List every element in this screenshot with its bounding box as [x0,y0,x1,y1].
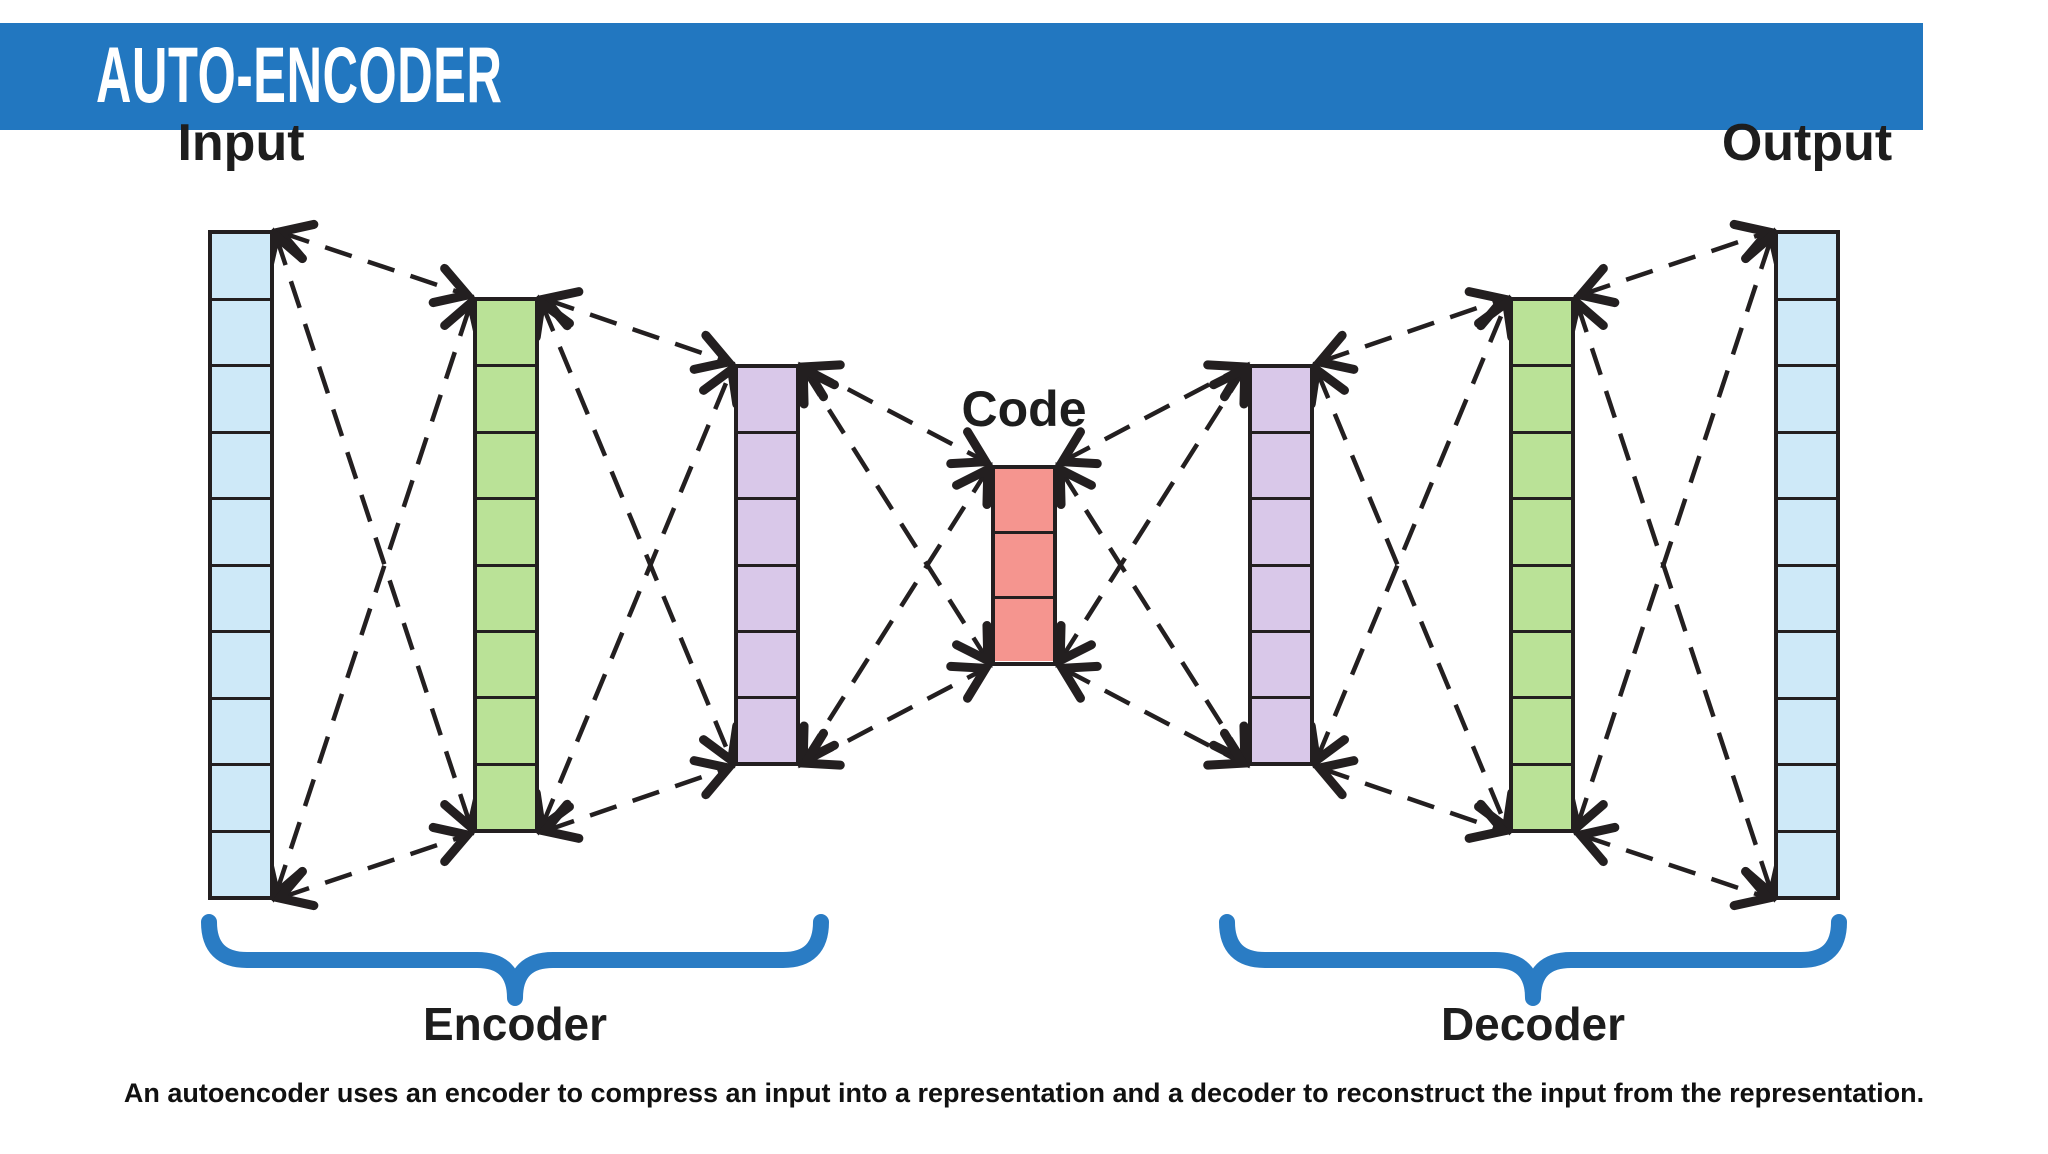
layer-cell [1778,630,1836,697]
connection-line [1055,462,1250,769]
connection-line [798,462,993,769]
header-bar: AUTO-ENCODER [0,23,1923,130]
connection-line [531,294,742,769]
connection-line [1054,661,1251,770]
layer-cell [738,497,796,564]
connection-line [1564,294,1785,903]
layer-cell [1252,497,1310,564]
layer-cell [477,364,535,431]
layer-cell [1513,563,1571,630]
input-label: Input [177,114,305,172]
encoder-hidden-2 [734,364,800,766]
layer-cell [477,497,535,564]
connection-line [536,756,737,843]
connection-line [536,287,737,374]
layer-cell [212,497,270,564]
caption: An autoencoder uses an encoder to compre… [123,1078,1925,1108]
layer-cell [477,301,535,365]
output-layer [1774,230,1840,900]
layer-cell [212,763,270,830]
connection-line [531,361,742,836]
connection-line [797,360,994,469]
layer-cell [1778,430,1836,497]
layer-cell [995,530,1053,597]
layer-cell [212,563,270,630]
layer-cell [1252,431,1310,498]
layer-cell [212,430,270,497]
connection-line [1306,294,1517,769]
connection-line [263,294,484,903]
connection-line [1055,361,1250,668]
layer-cell [1778,829,1836,896]
layer-cell [1252,629,1310,696]
layer-cell [212,297,270,364]
layer-cell [212,829,270,896]
layer-cell [1778,297,1836,364]
connection-line [263,227,484,836]
layer-cell [995,468,1053,531]
layer-cell [212,630,270,697]
layer-cell [212,696,270,763]
layer-cell [1778,696,1836,763]
layer-cell [1778,563,1836,630]
decoder-hidden-2 [1248,364,1314,766]
layer-cell [1513,497,1571,564]
connection-line [271,219,476,308]
layer-cell [1513,301,1571,365]
layer-cell [477,696,535,763]
layer-cell [1513,696,1571,763]
connection-line [1564,227,1785,836]
layer-cell [738,431,796,498]
layer-cell [1252,695,1310,763]
output-label: Output [1721,114,1893,172]
layer-cell [1513,430,1571,498]
input-layer [208,230,274,900]
layer-cell [1252,563,1310,630]
layer-cell [738,563,796,630]
connection-line [1306,361,1517,836]
layer-cell [738,629,796,696]
layer-cell [1778,234,1836,298]
code-label: Code [961,381,1087,437]
layer-cell [1778,364,1836,431]
layer-cell [1513,629,1571,697]
connection-line [798,361,993,668]
encoder-brace [201,914,829,1006]
decoder-hidden-1 [1509,297,1575,833]
layer-cell [212,364,270,431]
layer-cell [738,368,796,432]
page-title: AUTO-ENCODER [96,30,503,119]
connection-line [1311,756,1512,843]
layer-cell [477,629,535,697]
connection-line [1311,287,1512,374]
layer-cell [1513,364,1571,431]
encoder-hidden-1 [473,297,539,833]
layer-cell [995,596,1053,662]
code-layer [991,464,1057,666]
connection-line [1572,219,1777,308]
layer-cell [1778,763,1836,830]
layer-cell [477,762,535,829]
connection-line [1572,822,1777,911]
decoder-label: Decoder [1440,998,1626,1050]
layer-cell [1252,368,1310,432]
connection-line [797,661,994,770]
layer-cell [212,234,270,298]
layer-cell [477,563,535,630]
encoder-label: Encoder [422,998,608,1050]
layer-cell [477,430,535,498]
layer-cell [1513,762,1571,829]
connection-line [1054,360,1251,469]
decoder-brace [1219,914,1847,1006]
connection-line [271,822,476,911]
layer-cell [738,695,796,763]
layer-cell [1778,497,1836,564]
